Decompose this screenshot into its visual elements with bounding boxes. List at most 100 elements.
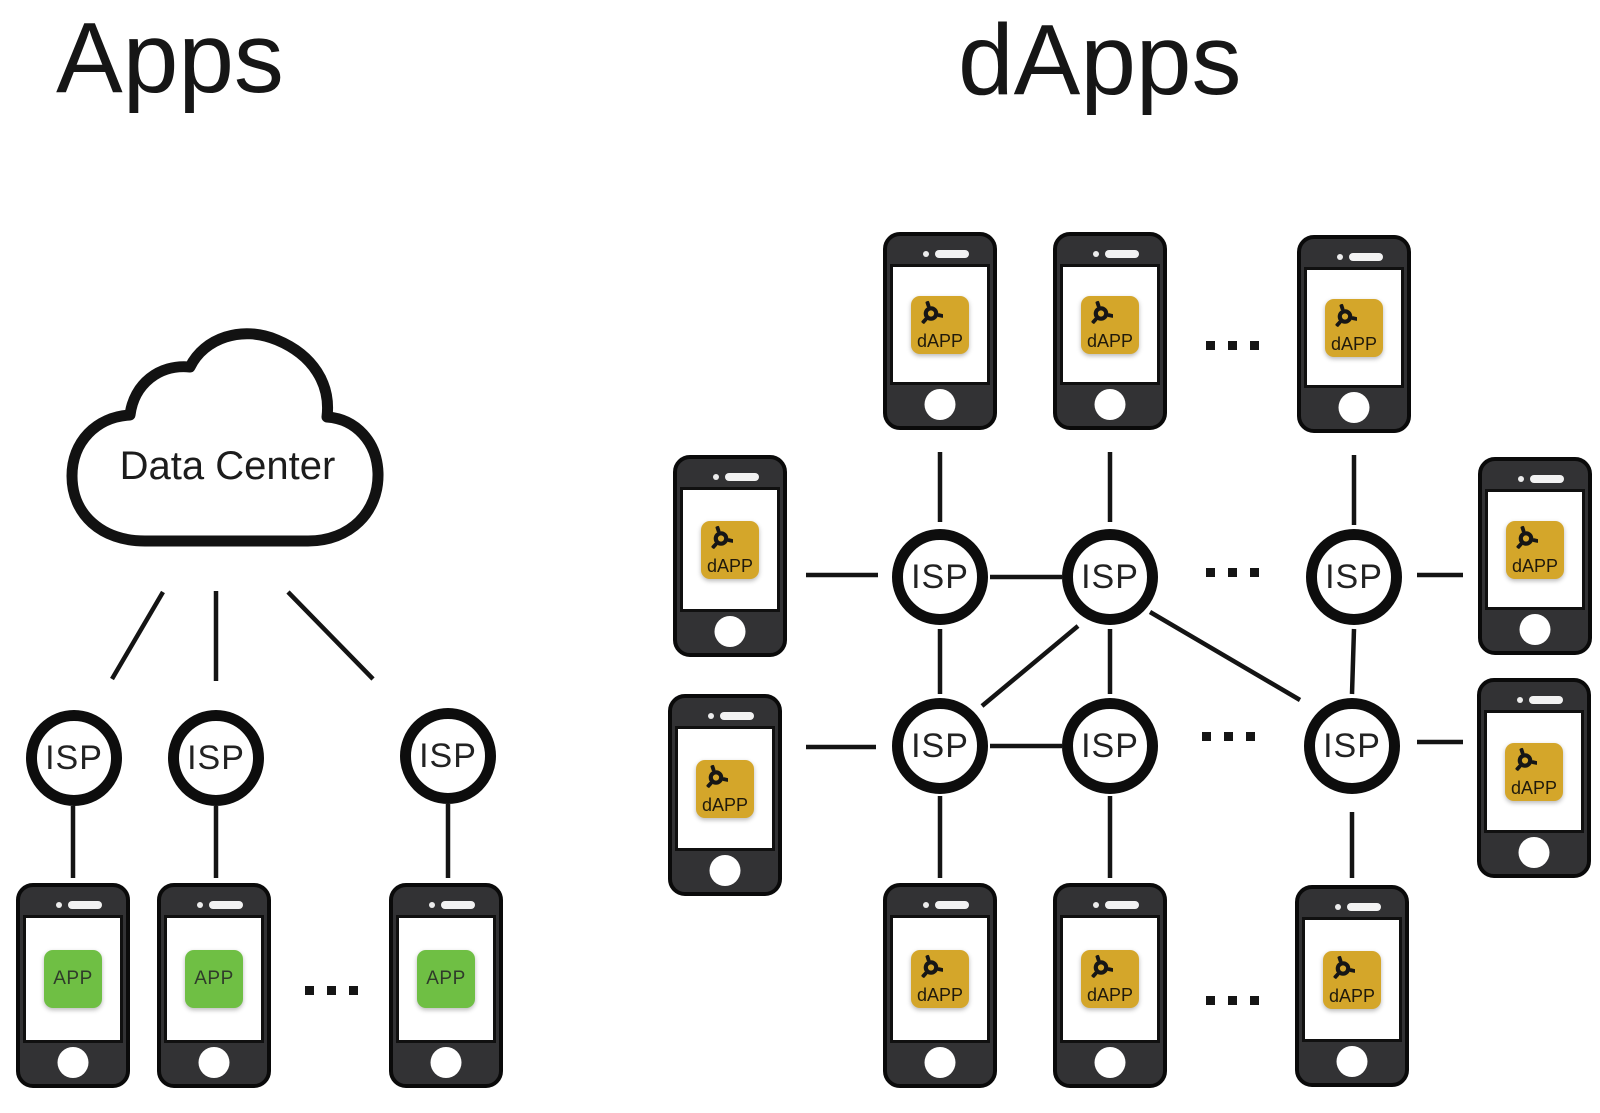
dapp-tile-label: dAPP — [1510, 777, 1558, 798]
speaker-icon — [1105, 901, 1139, 909]
dapp-tile: dAPP — [1505, 742, 1563, 801]
smartphone-dapp: dAPP — [668, 694, 782, 896]
dapp-tile: dAPP — [911, 950, 969, 1008]
dapp-network-icon — [1091, 954, 1113, 978]
app-tile-label: APP — [53, 968, 93, 989]
dapp-tile-label: dAPP — [1086, 330, 1134, 351]
dapp-tile-label: dAPP — [916, 330, 964, 351]
dapp-tile-label: dAPP — [1328, 985, 1376, 1006]
dapp-tile: dAPP — [701, 520, 759, 579]
phone-screen: dAPP — [675, 726, 775, 851]
dapp-tile-label: dAPP — [1511, 555, 1559, 576]
phone-screen: APP — [396, 915, 496, 1043]
link-isp-tm-bl-diagonal — [980, 624, 1080, 708]
camera-icon — [197, 902, 203, 908]
isp-node: ISP — [892, 698, 988, 794]
smartphone-dapp: dAPP — [1053, 883, 1167, 1088]
home-button-icon — [1336, 1046, 1368, 1077]
phone-screen: dAPP — [1060, 264, 1160, 385]
dapp-network-icon — [921, 954, 943, 978]
isp-node: ISP — [1062, 529, 1158, 625]
dapp-tile-label: dAPP — [1330, 333, 1378, 354]
app-tile-label: APP — [194, 968, 234, 989]
link-cloud-isp3 — [286, 590, 375, 681]
speaker-icon — [209, 901, 243, 909]
smartphone-dapp: dAPP — [1053, 232, 1167, 430]
dapp-network-icon — [1516, 525, 1538, 549]
dapp-network-icon — [706, 764, 728, 788]
phone-screen: dAPP — [1484, 710, 1584, 833]
dapp-network-icon — [921, 300, 943, 324]
speaker-icon — [935, 901, 969, 909]
isp-node: ISP — [1306, 529, 1402, 625]
ellipsis-dots — [1206, 996, 1259, 1005]
app-tile: APP — [417, 950, 475, 1008]
phone-screen: dAPP — [680, 487, 780, 612]
dapps-title: dApps — [958, 4, 1242, 116]
phone-screen: dAPP — [1485, 489, 1585, 610]
home-button-icon — [714, 616, 746, 647]
dapp-tile: dAPP — [1323, 950, 1381, 1009]
smartphone-dapp: dAPP — [673, 455, 787, 657]
home-button-icon — [57, 1047, 89, 1078]
dapp-tile-label: dAPP — [1086, 985, 1134, 1005]
isp-node: ISP — [1062, 698, 1158, 794]
speaker-icon — [720, 712, 754, 720]
home-button-icon — [430, 1047, 462, 1078]
camera-icon — [708, 713, 714, 719]
smartphone-app: APP — [157, 883, 271, 1088]
dapp-tile: dAPP — [1081, 950, 1139, 1008]
dapp-network-icon — [1333, 955, 1355, 979]
speaker-icon — [1530, 475, 1564, 483]
smartphone-dapp: dAPP — [1297, 235, 1411, 433]
home-button-icon — [198, 1047, 230, 1078]
camera-icon — [713, 474, 719, 480]
dapp-network-icon — [1335, 303, 1357, 327]
dapp-network-icon — [711, 525, 733, 549]
dapp-tile-label: dAPP — [701, 794, 749, 815]
camera-icon — [923, 902, 929, 908]
speaker-icon — [935, 250, 969, 258]
dapp-tile: dAPP — [911, 295, 969, 354]
isp-node: ISP — [26, 710, 122, 806]
dapp-network-icon — [1091, 300, 1113, 324]
speaker-icon — [68, 901, 102, 909]
smartphone-dapp: dAPP — [1478, 457, 1592, 655]
dapp-tile: dAPP — [1081, 295, 1139, 354]
home-button-icon — [1338, 392, 1370, 423]
home-button-icon — [924, 389, 956, 420]
dapp-tile-label: dAPP — [706, 555, 754, 576]
isp-node: ISP — [400, 708, 496, 804]
speaker-icon — [441, 901, 475, 909]
camera-icon — [1337, 254, 1343, 260]
ellipsis-dots — [1206, 341, 1259, 350]
camera-icon — [923, 251, 929, 257]
speaker-icon — [1347, 903, 1381, 911]
smartphone-app: APP — [16, 883, 130, 1088]
data-center-cloud — [66, 328, 384, 547]
camera-icon — [1093, 902, 1099, 908]
home-button-icon — [1518, 837, 1550, 868]
link-isp-tr-br — [1349, 628, 1357, 695]
home-button-icon — [1094, 1047, 1126, 1078]
app-tile: APP — [185, 950, 243, 1008]
smartphone-dapp: dAPP — [1295, 885, 1409, 1087]
home-button-icon — [1094, 389, 1126, 420]
speaker-icon — [725, 473, 759, 481]
dapp-tile: dAPP — [696, 759, 754, 818]
ellipsis-dots — [1202, 732, 1255, 741]
smartphone-dapp: dAPP — [1477, 678, 1591, 878]
phone-screen: APP — [23, 915, 123, 1043]
home-button-icon — [924, 1047, 956, 1078]
dapp-network-icon — [1515, 747, 1537, 771]
speaker-icon — [1529, 696, 1563, 704]
camera-icon — [56, 902, 62, 908]
dapp-tile: dAPP — [1325, 298, 1383, 357]
dapp-tile: dAPP — [1506, 520, 1564, 579]
smartphone-dapp: dAPP — [883, 232, 997, 430]
smartphone-dapp: dAPP — [883, 883, 997, 1088]
phone-screen: dAPP — [1060, 915, 1160, 1043]
phone-screen: dAPP — [890, 915, 990, 1043]
app-tile: APP — [44, 950, 102, 1008]
